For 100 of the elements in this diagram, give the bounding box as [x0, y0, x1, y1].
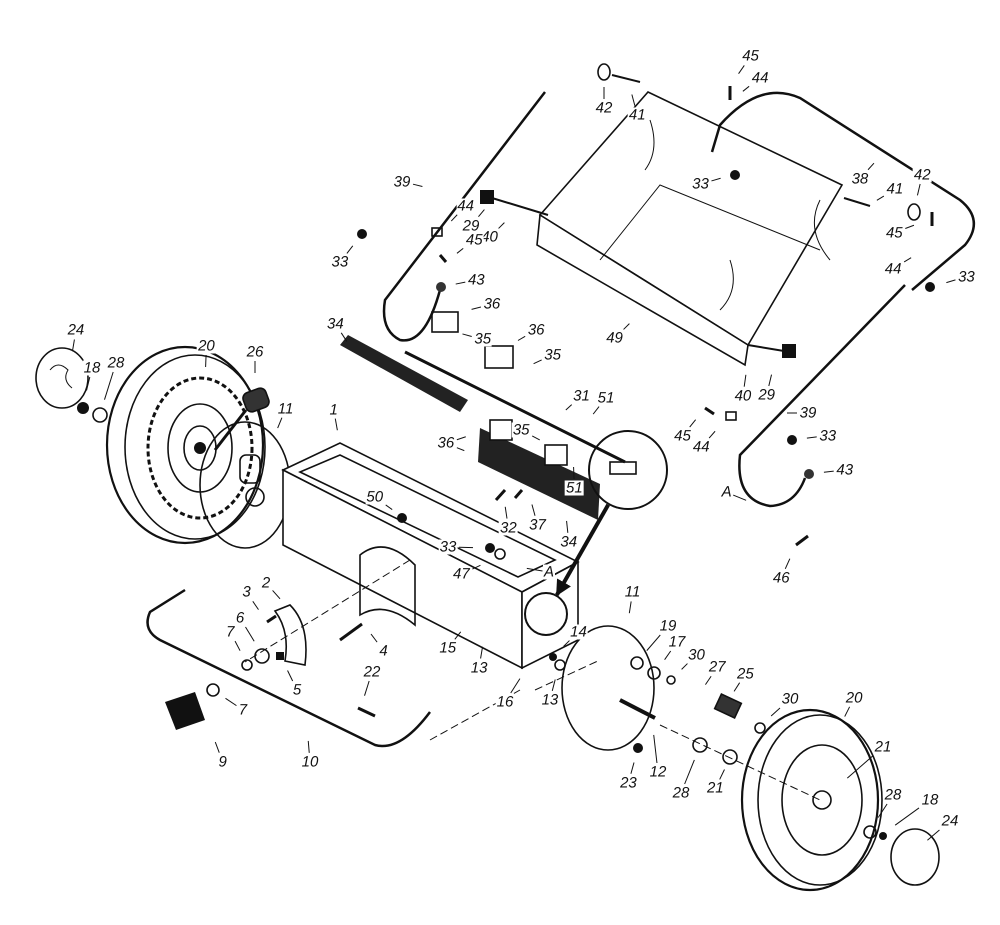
leader-line: [631, 94, 636, 106]
leader-line: [287, 670, 294, 682]
callout-number: 34: [326, 316, 345, 332]
callout-number: 42: [594, 100, 614, 116]
callout-number: 21: [874, 740, 892, 754]
leader-line: [478, 209, 485, 218]
callout-number: 28: [672, 786, 690, 800]
leader-line: [308, 740, 310, 754]
callout-number: 37: [528, 517, 547, 532]
callout-number: 44: [750, 70, 770, 85]
callout-number: 23: [619, 775, 638, 790]
callout-number: 25: [736, 666, 755, 682]
leader-line: [904, 257, 912, 262]
callout-number: 20: [844, 690, 864, 706]
leader-line: [681, 663, 688, 670]
callout-number: 17: [668, 634, 686, 650]
callout-number: 29: [757, 388, 776, 403]
leader-line: [926, 830, 940, 841]
leader-line: [245, 626, 255, 642]
leader-line: [628, 600, 632, 614]
callout-number: 19: [658, 618, 678, 634]
callout-number: 45: [741, 48, 760, 64]
callout-number: 29: [462, 218, 480, 234]
callout-number: 28: [106, 356, 126, 370]
leader-line: [518, 336, 526, 341]
callout-number: 24: [940, 814, 960, 828]
callout-number: A: [543, 564, 555, 580]
leader-line: [878, 804, 888, 818]
callout-number: 43: [466, 272, 486, 288]
leader-line: [770, 708, 780, 716]
leader-line: [710, 178, 722, 182]
leader-line: [768, 374, 772, 387]
callout-number: 28: [884, 788, 902, 802]
leader-line: [684, 759, 695, 784]
callout-number: 7: [238, 702, 248, 718]
callout-number: 31: [572, 388, 591, 404]
callout-number: 51: [565, 480, 584, 496]
leader-line: [455, 282, 466, 285]
leader-line: [916, 183, 921, 196]
callout-number: 35: [512, 422, 531, 438]
callout-number: 13: [540, 692, 560, 708]
leader-line: [370, 634, 378, 643]
callout-number: 38: [850, 171, 870, 186]
callout-number: 45: [464, 232, 484, 248]
callout-number: 1: [328, 402, 339, 418]
callout-number: 3: [241, 584, 252, 600]
callout-number: 5: [292, 682, 302, 698]
callout-number: 30: [687, 647, 706, 662]
leader-line: [894, 807, 920, 826]
callout-number: 11: [276, 401, 294, 416]
callout-number: 46: [772, 570, 791, 586]
leader-line: [573, 466, 575, 480]
callout-number: 36: [482, 296, 502, 312]
callout-number: 49: [605, 330, 624, 346]
leader-line: [510, 678, 520, 694]
leader-line: [876, 196, 884, 201]
callout-number: 26: [246, 344, 264, 360]
callout-number: 45: [884, 225, 904, 240]
callout-number: 15: [438, 640, 458, 656]
callout-number: 22: [362, 664, 382, 680]
callout-number: 18: [920, 792, 940, 808]
leader-line: [563, 640, 570, 647]
leader-line: [704, 676, 712, 686]
callout-number: 35: [543, 347, 562, 362]
leader-line: [844, 706, 850, 718]
leader-line: [846, 756, 874, 779]
leader-line: [566, 520, 568, 534]
leader-line: [630, 762, 634, 774]
leader-line: [623, 323, 630, 330]
callout-number: 35: [473, 332, 492, 347]
callout-number: 45: [673, 428, 692, 444]
detail-arrow: [555, 504, 610, 596]
leader-line: [526, 568, 543, 572]
leader-line: [552, 679, 556, 692]
leader-line: [646, 634, 661, 652]
callout-number: 10: [300, 754, 320, 770]
leader-line: [738, 64, 745, 74]
callout-number: 36: [526, 322, 546, 338]
leader-line: [412, 184, 423, 187]
leader-line: [904, 224, 914, 230]
leader-line: [480, 646, 484, 659]
leader-line: [786, 412, 798, 414]
leader-line: [565, 404, 572, 411]
callout-number: 33: [818, 428, 838, 444]
leader-line: [806, 436, 818, 439]
callout-number: 41: [628, 107, 647, 122]
leader-line: [234, 640, 241, 652]
leader-line: [254, 360, 256, 374]
callout-number: 12: [648, 764, 668, 780]
callout-number: 44: [456, 198, 475, 214]
leader-line: [708, 430, 716, 439]
leader-line: [224, 698, 237, 706]
callout-number: 30: [780, 692, 800, 706]
callout-number: 44: [884, 261, 902, 276]
callout-number: 13: [470, 660, 488, 675]
leader-line: [252, 600, 259, 610]
callout-number: 4: [378, 643, 389, 658]
leader-line: [532, 435, 540, 440]
leader-line: [471, 306, 482, 310]
leader-line: [689, 419, 696, 428]
